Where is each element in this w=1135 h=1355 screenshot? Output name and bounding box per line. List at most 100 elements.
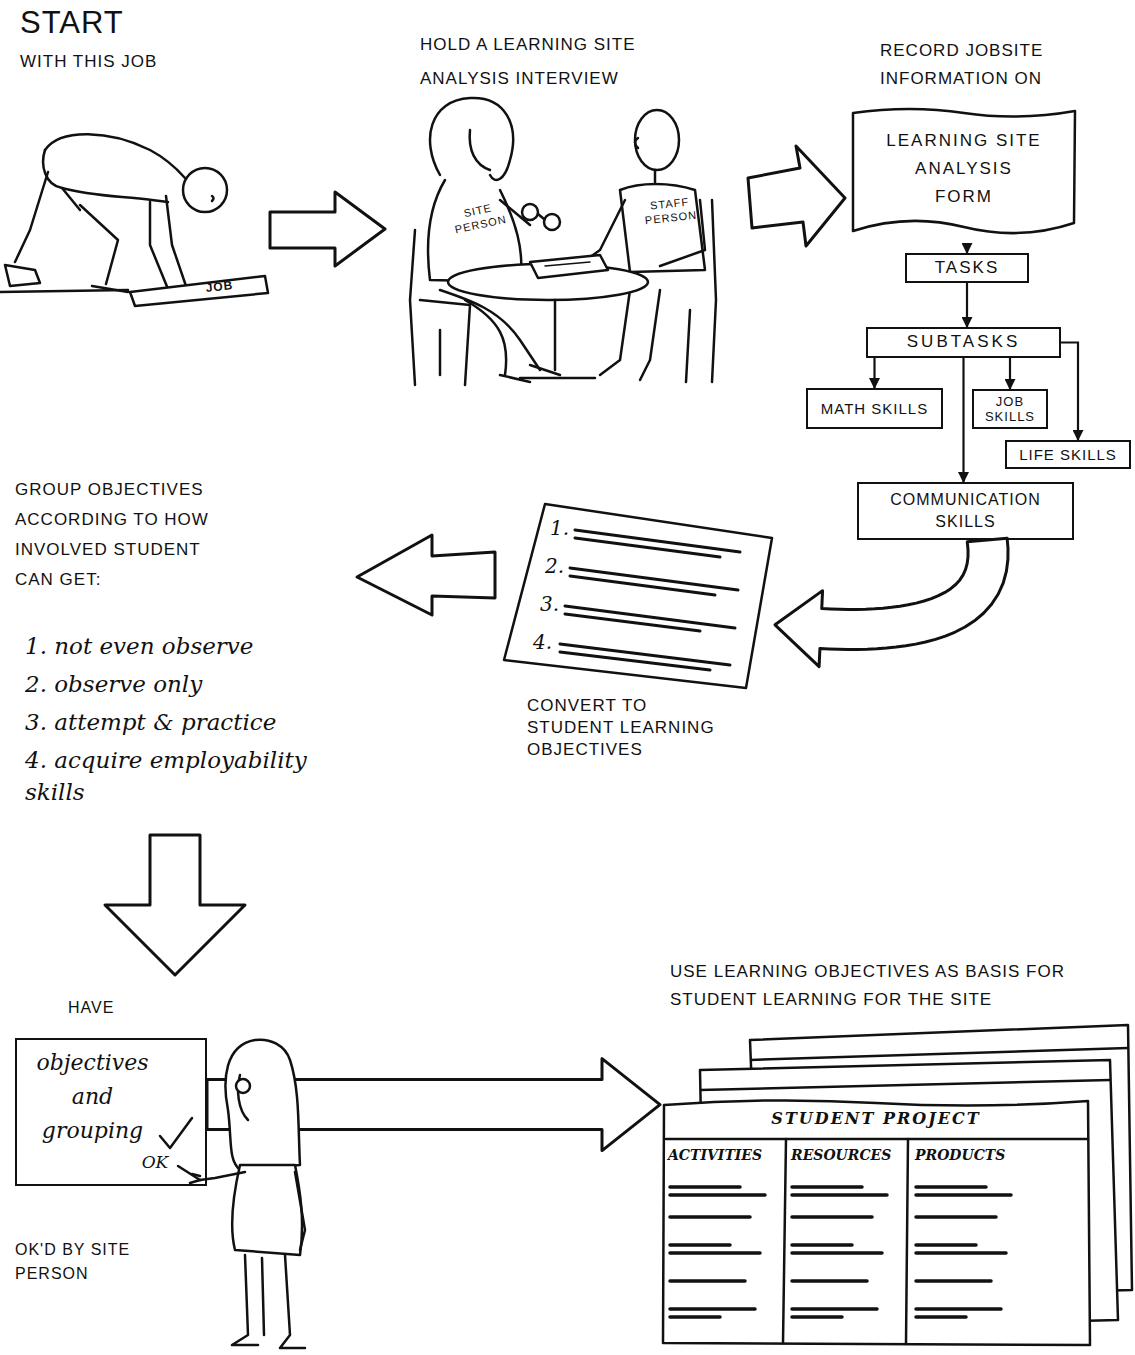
runner-figure-part <box>183 168 227 212</box>
project-page-stroke <box>670 1279 745 1283</box>
step-text: CONVERT TO STUDENT LEARNING OBJECTIVES <box>527 695 727 761</box>
project-page-stroke <box>670 1243 730 1247</box>
form-title: LEARNING SITE ANALYSIS FORM <box>884 127 1044 211</box>
heading-text: START <box>20 4 160 41</box>
runner-figure-part <box>43 150 80 210</box>
interview-scene-part <box>470 130 490 170</box>
interview-scene-part <box>640 290 660 380</box>
project-page-stroke <box>792 1193 887 1197</box>
site-person-figure-part <box>236 1079 250 1093</box>
runner-figure <box>0 134 268 306</box>
objectives-sheet-stroke <box>504 504 772 688</box>
project-page-stroke <box>916 1251 1006 1255</box>
project-page-outline <box>660 1095 1092 1347</box>
objectives-sheet: 1. 2. 3. 4. <box>500 500 775 692</box>
site-person-figure-part <box>225 1040 300 1170</box>
step-text: HAVE <box>68 998 148 1017</box>
ok-mark: OK <box>135 1152 175 1172</box>
interview-scene-part <box>538 214 544 219</box>
connector-line <box>962 358 964 482</box>
site-person-figure-part <box>238 1075 248 1120</box>
project-page-stroke <box>792 1185 862 1189</box>
list-number: 3. <box>540 592 570 616</box>
skill-box: JOB SKILLS <box>972 389 1048 429</box>
flow-block-arrow-part <box>748 146 845 246</box>
connector-line <box>1061 343 1078 441</box>
objectives-sheet-stroke <box>565 614 700 631</box>
project-page-stroke <box>792 1251 882 1255</box>
list-item: 4. acquire employability skills <box>25 744 325 808</box>
project-page-stroke <box>670 1251 760 1255</box>
interview-scene-part <box>554 300 557 370</box>
list-number: 1. <box>550 516 580 540</box>
site-person-figure-part <box>295 1172 305 1250</box>
column-heading: RESOURCES <box>791 1147 906 1164</box>
project-page-stroke <box>906 1139 908 1343</box>
project-page-stroke <box>916 1279 991 1283</box>
process-box: SUBTASKS <box>866 327 1061 358</box>
runner-figure-part <box>80 205 118 284</box>
approval-sign: objectives and groupingOK <box>15 1038 207 1186</box>
project-page-stroke <box>916 1315 966 1319</box>
runner-figure-part <box>5 265 40 286</box>
flow-block-arrow-part <box>357 535 495 615</box>
objectives-sheet-stroke <box>560 652 710 670</box>
column-heading: ACTIVITIES <box>668 1147 783 1164</box>
runner-figure-part <box>166 196 186 286</box>
project-page-stroke <box>792 1243 852 1247</box>
back-pages-part <box>700 1080 1110 1090</box>
box-text: JOB SKILLS <box>974 394 1046 424</box>
project-page-stroke <box>670 1185 740 1189</box>
project-page-stroke <box>666 1138 1088 1141</box>
interview-scene <box>410 98 716 385</box>
skill-box: COMMUNICATION SKILLS <box>857 482 1074 540</box>
back-pages-part <box>750 1048 1128 1060</box>
box-text: LIFE SKILLS <box>1019 446 1117 464</box>
runner-figure-part <box>0 290 128 292</box>
list-item: 2. observe only <box>25 668 325 700</box>
interview-scene-part <box>654 170 657 182</box>
step-text: USE LEARNING OBJECTIVES AS BASIS FOR STU… <box>670 958 1095 1014</box>
runner-figure-part <box>130 276 268 306</box>
project-page-stroke <box>670 1315 720 1319</box>
sign-text: objectives and grouping <box>25 1046 160 1148</box>
project-page-stroke <box>916 1185 986 1189</box>
runner-figure-part <box>62 188 168 202</box>
column-heading: PRODUCTS <box>915 1147 1085 1164</box>
runner-figure-part <box>45 134 185 178</box>
list-number: 2. <box>545 554 575 578</box>
project-page-stroke <box>916 1193 1011 1197</box>
page-heading: STUDENT PROJECT <box>660 1109 1092 1128</box>
interview-scene-part <box>440 290 540 370</box>
runner-figure-part <box>150 202 168 289</box>
project-page: STUDENT PROJECT ACTIVITIES RESOURCES PRODUC… <box>660 1095 1092 1347</box>
objectives-sheet-stroke <box>570 576 715 595</box>
step-text: GROUP OBJECTIVES ACCORDING TO HOW INVOLV… <box>15 475 230 595</box>
skill-box: MATH SKILLS <box>806 388 943 429</box>
objectives-sheet-stroke <box>575 538 720 557</box>
step-text: HOLD A LEARNING SITE ANALYSIS INTERVIEW <box>420 28 690 96</box>
flow-block-arrow-part <box>105 835 245 975</box>
interview-scene-part <box>430 98 513 180</box>
list-number: 4. <box>533 630 563 654</box>
project-page-stroke <box>663 1100 1090 1345</box>
interview-scene-part <box>530 255 608 278</box>
flow-block-arrow-part <box>270 192 385 266</box>
interview-scene-part <box>520 377 595 380</box>
interview-scene-part <box>439 330 442 375</box>
project-page-stroke <box>916 1307 1001 1311</box>
site-person-figure-part <box>232 1255 258 1345</box>
interview-scene-part <box>522 204 538 220</box>
step-text: OK'D BY SITE PERSON <box>15 1238 145 1286</box>
skill-box: LIFE SKILLS <box>1005 440 1131 469</box>
list-item: 1. not even observe <box>25 630 325 662</box>
interview-scene-part <box>410 230 415 385</box>
box-text: SUBTASKS <box>907 332 1020 352</box>
project-page-stroke <box>792 1315 842 1319</box>
site-person-figure-part <box>262 1258 264 1335</box>
box-text: MATH SKILLS <box>821 400 928 418</box>
connector-line <box>966 243 968 253</box>
list-item: 3. attempt & practice <box>25 706 325 738</box>
interview-scene-part <box>420 300 470 385</box>
